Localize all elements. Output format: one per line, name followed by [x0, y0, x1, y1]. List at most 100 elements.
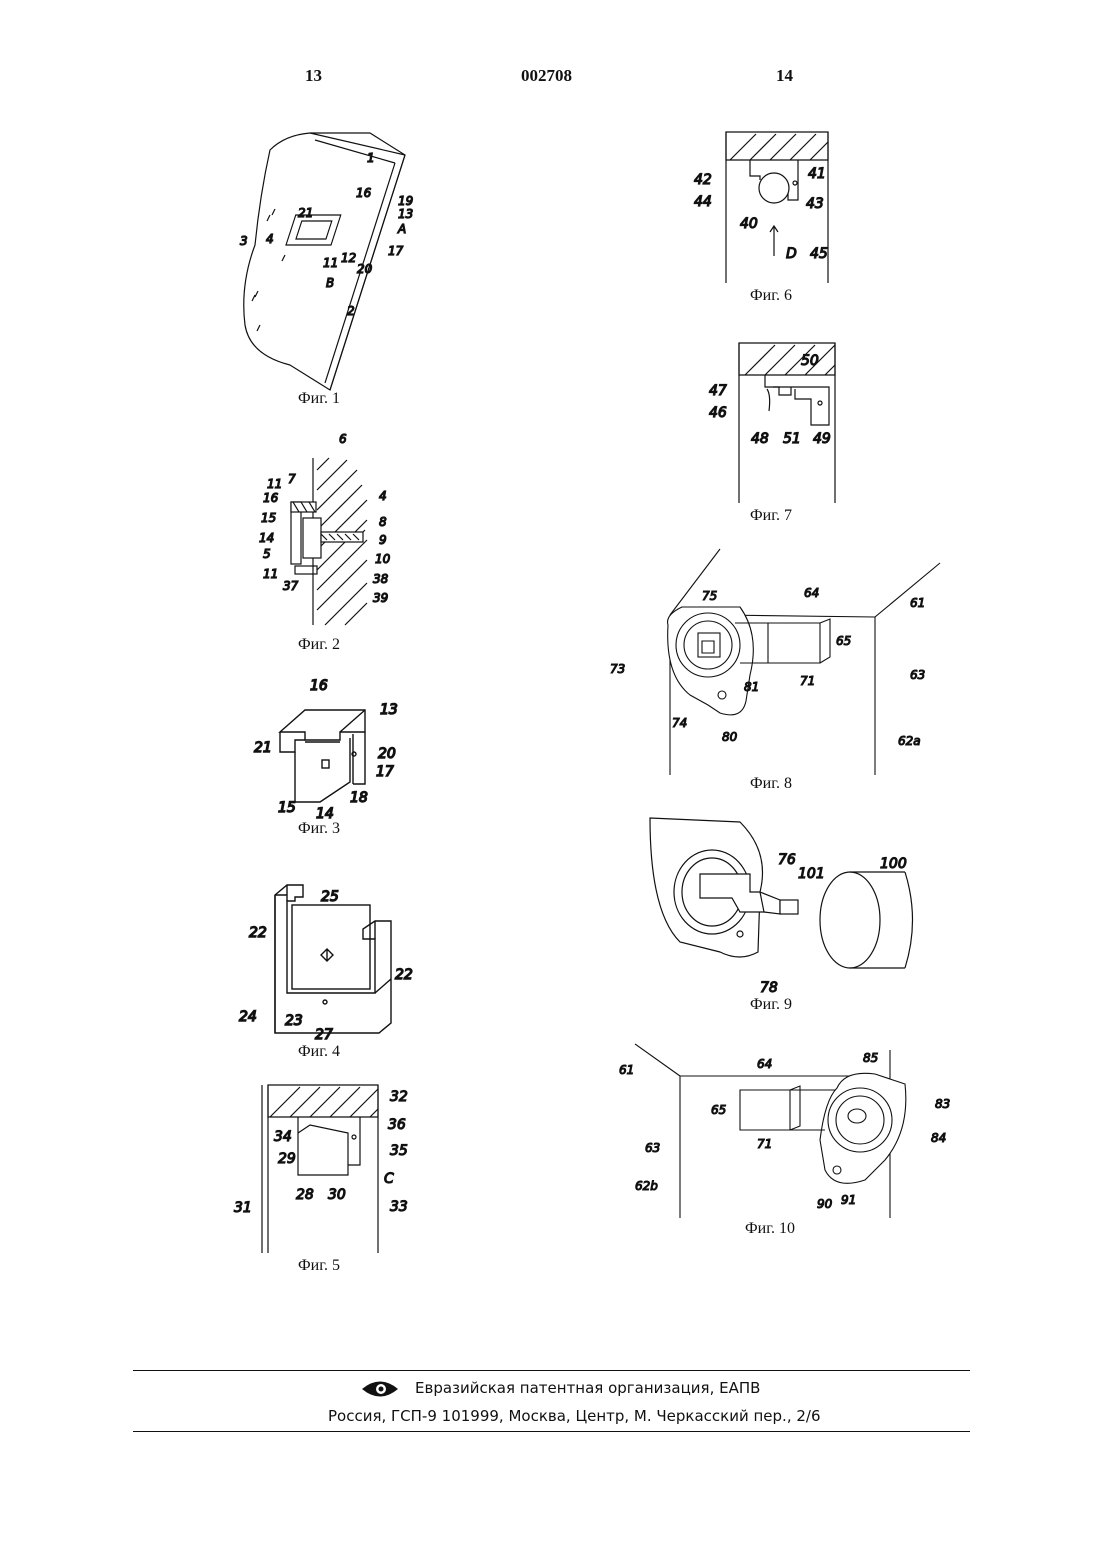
fig8-label: 62a — [898, 734, 921, 748]
fig10-label: 61 — [619, 1063, 634, 1077]
fig2-label: 37 — [283, 579, 299, 593]
fig5-label: 28 — [296, 1187, 314, 1203]
fig3-label: 20 — [378, 746, 396, 762]
fig2-label: 4 — [379, 489, 387, 503]
fig4-label: 22 — [249, 925, 267, 941]
fig3-label: 13 — [380, 702, 398, 718]
footer-top-rule — [133, 1370, 970, 1371]
figure-6-caption: Фиг. 6 — [750, 287, 792, 305]
fig1-label: 3 — [240, 234, 248, 248]
figure-6: 42 41 44 43 40 D 45 — [690, 128, 850, 286]
fig1-label: B — [326, 276, 334, 290]
left-page-number: 13 — [305, 66, 322, 86]
fig2-label: 7 — [288, 472, 296, 486]
fig1-label: 13 — [398, 207, 413, 221]
fig10-label: 65 — [711, 1103, 726, 1117]
figure-1: 1 3 16 19 21 13 4 A 17 11 12 20 B 2 — [230, 125, 440, 395]
fig1-label: A — [397, 222, 406, 236]
fig8-label: 64 — [804, 586, 819, 600]
figure-2: 6 7 11 16 4 15 8 14 9 5 10 11 37 38 39 — [255, 430, 405, 635]
fig6-label: 45 — [810, 246, 828, 262]
fig6-label: 43 — [806, 196, 824, 212]
fig5-label: 31 — [234, 1200, 252, 1216]
figure-8: 75 64 61 65 73 81 71 63 74 80 62a — [610, 545, 950, 780]
fig2-label: 14 — [259, 531, 274, 545]
fig7-label: 47 — [709, 383, 727, 399]
fig2-label: 11 — [267, 477, 282, 491]
fig1-label: 21 — [298, 206, 313, 220]
fig2-label: 16 — [263, 491, 279, 505]
fig3-label: 18 — [350, 790, 368, 806]
figure-2-caption: Фиг. 2 — [298, 636, 340, 654]
fig5-label: 36 — [388, 1117, 406, 1133]
fig5-label: 35 — [390, 1143, 408, 1159]
document-number: 002708 — [521, 66, 572, 86]
fig8-label: 75 — [702, 589, 717, 603]
right-page-number: 14 — [776, 66, 793, 86]
fig6-label: 42 — [694, 172, 712, 188]
fig7-label: 46 — [709, 405, 727, 421]
fig4-label: 27 — [315, 1027, 333, 1043]
fig10-label: 83 — [935, 1097, 950, 1111]
fig8-label: 61 — [910, 596, 925, 610]
fig1-label: 2 — [347, 304, 355, 318]
fig4-label: 25 — [321, 889, 339, 905]
figure-5-caption: Фиг. 5 — [298, 1257, 340, 1275]
fig7-label: 48 — [751, 431, 769, 447]
fig8-label: 65 — [836, 634, 851, 648]
fig1-label: 1 — [367, 151, 375, 165]
fig2-label: 39 — [373, 591, 388, 605]
fig1-label: 4 — [266, 232, 274, 246]
fig6-label: D — [786, 246, 797, 262]
fig7-label: 50 — [801, 353, 819, 369]
fig2-label: 38 — [373, 572, 389, 586]
figure-5: 32 34 36 29 35 C 28 30 31 33 — [230, 1075, 420, 1255]
figure-4-caption: Фиг. 4 — [298, 1043, 340, 1061]
fig2-label: 5 — [263, 547, 271, 561]
fig4-label: 22 — [395, 967, 413, 983]
fig1-label: 19 — [398, 194, 413, 208]
figure-9: 76 101 100 78 — [640, 812, 920, 997]
figure-7-caption: Фиг. 7 — [750, 507, 792, 525]
fig5-label: 32 — [390, 1089, 408, 1105]
fig2-label: 8 — [379, 515, 387, 529]
fig5-label: 29 — [278, 1151, 296, 1167]
fig9-label: 101 — [798, 866, 825, 882]
fig10-label: 64 — [757, 1057, 772, 1071]
fig5-label: 34 — [274, 1129, 292, 1145]
fig8-label: 80 — [722, 730, 738, 744]
figure-9-caption: Фиг. 9 — [750, 996, 792, 1014]
fig1-label: 20 — [357, 262, 373, 276]
fig9-label: 76 — [778, 852, 796, 868]
fig4-label: 24 — [239, 1009, 257, 1025]
fig10-label: 62b — [635, 1179, 658, 1193]
footer-bottom-rule — [133, 1431, 970, 1432]
fig3-label: 15 — [278, 800, 296, 816]
fig3-label: 21 — [254, 740, 272, 756]
fig8-label: 71 — [800, 674, 815, 688]
figure-3: 16 13 21 20 17 15 14 18 — [250, 672, 410, 822]
fig10-label: 84 — [931, 1131, 946, 1145]
figure-8-caption: Фиг. 8 — [750, 775, 792, 793]
figure-4: 25 22 22 24 23 27 — [235, 875, 420, 1045]
footer-organization: Евразийская патентная организация, ЕАПВ — [415, 1379, 760, 1397]
fig1-label: 12 — [341, 251, 356, 265]
fig8-label: 63 — [910, 668, 925, 682]
fig2-label: 11 — [263, 567, 278, 581]
fig10-label: 91 — [841, 1193, 856, 1207]
fig10-label: 71 — [757, 1137, 772, 1151]
fig2-label: 6 — [339, 432, 347, 446]
figure-10: 61 64 85 83 65 71 84 63 62b 90 91 — [605, 1040, 965, 1220]
fig7-label: 51 — [783, 431, 801, 447]
fig7-label: 49 — [813, 431, 831, 447]
eapo-logo-icon — [361, 1378, 399, 1400]
fig2-label: 9 — [379, 533, 387, 547]
footer-address: Россия, ГСП-9 101999, Москва, Центр, М. … — [328, 1407, 821, 1425]
figure-7: 50 47 46 48 51 49 — [705, 325, 845, 505]
figure-10-caption: Фиг. 10 — [745, 1220, 795, 1238]
fig9-label: 100 — [880, 856, 907, 872]
fig10-label: 90 — [817, 1197, 833, 1211]
fig2-label: 10 — [375, 552, 391, 566]
fig6-label: 40 — [740, 216, 758, 232]
fig4-label: 23 — [285, 1013, 303, 1029]
